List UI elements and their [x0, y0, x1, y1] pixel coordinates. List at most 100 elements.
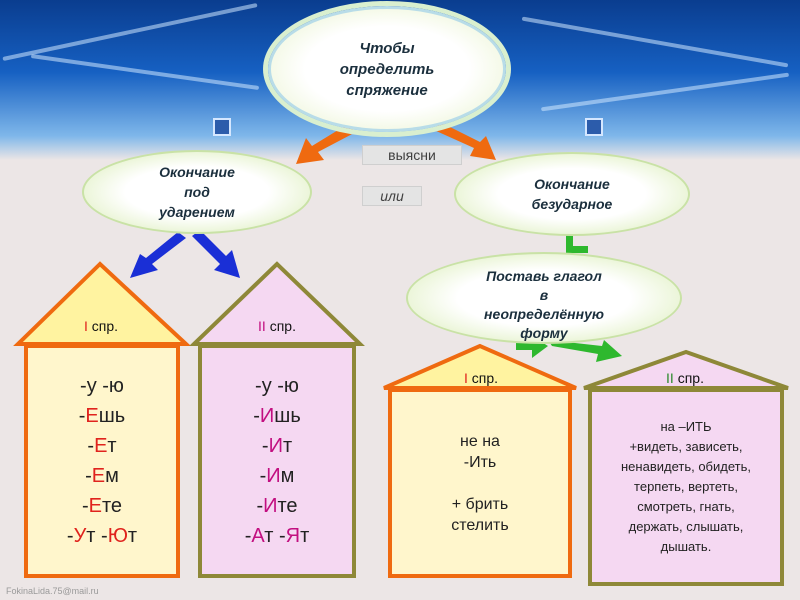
ending-vowel: Е	[94, 435, 108, 457]
ending-text: -у -ю	[255, 375, 299, 397]
rule-line: смотреть, гнать,	[637, 499, 735, 514]
ending-row: -Им	[260, 461, 295, 491]
ending-text: т -	[86, 525, 108, 547]
ending-text: т -	[264, 525, 286, 547]
ending-vowel: У	[73, 525, 87, 547]
infinitive-line: в	[539, 287, 549, 303]
rule-line: дышать.	[660, 539, 712, 554]
ending-text: м	[280, 465, 295, 487]
house-4-rule: на –ИТЬ+видеть, зависеть,ненавидеть, оби…	[588, 388, 784, 586]
rule-line: стелить	[451, 516, 509, 534]
stressed-ending-bubble: Окончание под ударением	[82, 150, 312, 234]
ending-vowel: Е	[88, 495, 102, 517]
title-line: определить	[339, 60, 435, 78]
or-label: или	[362, 186, 422, 206]
arrow-right-blue	[192, 230, 240, 278]
conjugation-suffix: спр.	[467, 370, 499, 386]
infinitive-line: форму	[520, 325, 568, 341]
author-email: FokinaLida.75@mail.ru	[6, 586, 99, 596]
rule-line: не на	[460, 432, 500, 450]
rule-line: ненавидеть, обидеть,	[621, 459, 751, 474]
ending-row: -Ете	[82, 491, 122, 521]
arrow-left-orange	[296, 124, 356, 164]
ending-vowel: И	[266, 465, 281, 487]
arrow-left-blue	[130, 232, 186, 278]
ending-text: шь	[274, 405, 301, 427]
ending-text: т	[282, 435, 293, 457]
ending-vowel: Ю	[107, 525, 128, 547]
ending-text: т	[127, 525, 138, 547]
find-out-label: выясни	[362, 145, 462, 165]
infinitive-bubble: Поставь глагол в неопределённую форму	[406, 252, 682, 344]
ending-text: те	[277, 495, 298, 517]
connector-green	[566, 230, 573, 252]
ending-row: -Ишь	[253, 401, 301, 431]
ending-row: -Ешь	[79, 401, 125, 431]
ending-vowel: Я	[285, 525, 301, 547]
ending-vowel: Е	[85, 405, 99, 427]
infinitive-line: неопределённую	[484, 306, 604, 322]
conjugation-suffix: спр.	[673, 370, 704, 386]
ending-text: м	[105, 465, 119, 487]
ending-text: т	[300, 525, 310, 547]
rule-line: + брить	[451, 495, 509, 513]
house-2-label: II спр.	[234, 318, 320, 334]
ending-row: -Ит	[262, 431, 292, 461]
house-1-label: I спр.	[58, 318, 144, 334]
ending-text: -	[259, 465, 267, 487]
title-bubble: Чтобы определить спряжение	[268, 6, 506, 132]
ending-text: -	[244, 525, 252, 547]
rule-line: держать, слышать,	[628, 519, 744, 534]
ending-vowel: Е	[91, 465, 106, 487]
ending-vowel: И	[268, 435, 283, 457]
ending-text: -	[261, 435, 269, 457]
ending-vowel: И	[259, 405, 275, 427]
ending-text: те	[101, 495, 123, 517]
ending-text: т	[107, 435, 117, 457]
infinitive-line: Поставь глагол	[486, 268, 602, 284]
title-line: спряжение	[346, 81, 428, 99]
unstressed-ending-bubble: Окончание безударное	[454, 152, 690, 236]
title-line: Чтобы	[359, 39, 415, 57]
ending-text: -	[78, 405, 86, 427]
ending-text: -у -ю	[80, 375, 124, 397]
square-bullet-icon	[585, 118, 603, 136]
ending-row: -Ите	[256, 491, 297, 521]
house-1-endings: -у -ю-Ешь-Ет-Ем-Ете-Ут -Ют	[24, 344, 180, 578]
square-bullet-icon	[213, 118, 231, 136]
connector-green	[566, 246, 588, 253]
conjugation-numeral: II	[258, 318, 266, 334]
ending-row: -Ут -Ют	[67, 521, 137, 551]
conjugation-numeral: I	[83, 318, 88, 334]
arrow-green-right	[548, 340, 622, 362]
ending-text: -	[85, 465, 92, 487]
house-4-label: II спр.	[642, 370, 728, 386]
ending-text: -	[81, 495, 89, 517]
conjugation-numeral: II	[666, 370, 674, 386]
rule-line	[478, 473, 482, 494]
house-3-label: I спр.	[438, 370, 524, 386]
ending-row: -Ат -Ят	[245, 521, 310, 551]
arrow-right-orange	[434, 122, 496, 160]
stressed-line: под	[184, 184, 210, 200]
ending-vowel: А	[251, 525, 265, 547]
house-2-endings: -у -ю-Ишь-Ит-Им-Ите-Ат -Ят	[198, 344, 356, 578]
ending-text: -	[87, 435, 95, 457]
ending-vowel: И	[263, 495, 278, 517]
conjugation-numeral: I	[463, 370, 468, 386]
ending-row: -у -ю	[80, 371, 124, 401]
unstressed-line: безударное	[531, 196, 613, 212]
unstressed-line: Окончание	[534, 176, 610, 192]
ending-text: -	[256, 495, 264, 517]
ending-row: -Ет	[87, 431, 116, 461]
ending-text: шь	[98, 405, 126, 427]
conjugation-suffix: спр.	[87, 318, 119, 334]
rule-line: на –ИТЬ	[660, 419, 712, 434]
stressed-line: Окончание	[159, 164, 235, 180]
ending-row: -у -ю	[255, 371, 299, 401]
stressed-line: ударением	[159, 204, 235, 220]
ending-text: -	[253, 405, 260, 427]
rule-line: терпеть, вертеть,	[634, 479, 738, 494]
conjugation-suffix: спр.	[265, 318, 296, 334]
